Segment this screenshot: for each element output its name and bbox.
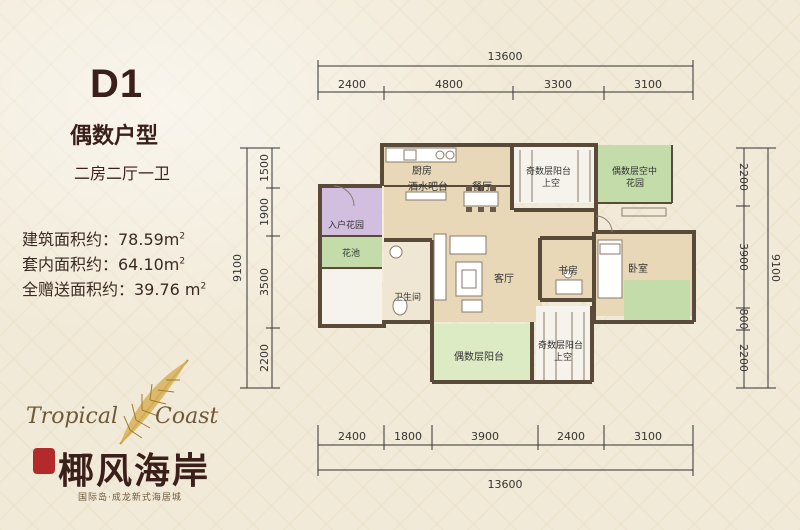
- room-layout: 二房二厅一卫: [74, 164, 171, 183]
- unit-code: D1: [90, 62, 144, 106]
- odd-balcony-top-fill: [512, 145, 594, 203]
- bottom-dim-1: 2400: [338, 430, 366, 443]
- right-dim-3: 800: [737, 309, 750, 330]
- bedroom-door-swing: [595, 215, 613, 233]
- room-kitchen: 厨房: [412, 164, 432, 177]
- bottom-dim-4: 2400: [557, 430, 585, 443]
- study-desk: [555, 279, 583, 295]
- room-odd-balcony-top: 奇数层阳台: [526, 165, 571, 177]
- rug-icon: [461, 269, 477, 289]
- top-dim-4: 3100: [634, 78, 662, 91]
- washbasin-icon: [389, 245, 403, 259]
- room-odd-balcony-bottom-sub: 上空: [554, 351, 572, 363]
- coffee-table: [455, 261, 483, 297]
- room-bathroom: 卫生间: [394, 291, 421, 303]
- room-even-balcony: 偶数层阳台: [454, 350, 504, 363]
- dining-table: [463, 191, 499, 207]
- sink-icon: [403, 149, 417, 161]
- void-left-fill: [322, 270, 382, 326]
- room-even-garden: 偶数层空中: [612, 165, 657, 177]
- room-odd-balcony-top-sub: 上空: [542, 177, 560, 189]
- flower-bed-fill: [320, 236, 382, 268]
- odd-balcony-bottom-fill: [536, 306, 592, 382]
- brand-chinese: 椰风海岸: [58, 451, 211, 492]
- room-study: 书房: [558, 264, 578, 277]
- top-total-dim: 13600: [488, 50, 523, 63]
- bed: [597, 239, 623, 299]
- armchair: [461, 299, 483, 313]
- room-dining: 餐厅: [472, 180, 492, 193]
- sofa-top: [449, 235, 487, 255]
- seal-icon: [33, 448, 55, 474]
- top-dimension-lines: [317, 60, 694, 100]
- bottom-dim-2: 1800: [394, 430, 422, 443]
- area-bonus: 全赠送面积约：39.76 m2: [22, 280, 207, 299]
- stove-burner-icon: [435, 150, 445, 160]
- palm-leaf-logo-icon: [119, 359, 189, 445]
- brand-english-2: Coast: [155, 404, 219, 429]
- toilet-icon: [392, 296, 408, 316]
- room-flower-bed: 花池: [342, 247, 360, 259]
- right-dim-1: 2200: [737, 163, 750, 191]
- bottom-dimension-lines: [317, 425, 694, 476]
- left-total-dim: 9100: [231, 254, 244, 282]
- right-dim-2: 3900: [737, 243, 750, 271]
- room-living: 客厅: [494, 272, 514, 285]
- study-chair: [563, 269, 573, 279]
- left-dim-3: 3500: [258, 268, 271, 296]
- bedroom-planter-fill: [624, 280, 690, 322]
- room-bar: 酒水吧台: [408, 180, 448, 193]
- left-dim-1: 1500: [258, 154, 271, 182]
- dining-chairs: [466, 186, 496, 212]
- right-total-dim: 9100: [769, 254, 782, 282]
- top-dim-1: 2400: [338, 78, 366, 91]
- right-dim-4: 2200: [737, 344, 750, 372]
- top-dim-2: 4800: [435, 78, 463, 91]
- room-odd-balcony-bottom: 奇数层阳台: [538, 339, 583, 351]
- thin-walls: [320, 145, 673, 269]
- right-dimension-lines: [736, 147, 776, 389]
- area-gross: 建筑面积约：78.59m2: [22, 230, 186, 249]
- room-bedroom: 卧室: [628, 262, 648, 275]
- brand-english-1: Tropical: [26, 404, 119, 429]
- room-entry-garden: 入户花园: [328, 219, 364, 231]
- balcony-railings: [519, 150, 591, 380]
- bottom-total-dim: 13600: [488, 478, 523, 491]
- left-dim-2: 1900: [258, 198, 271, 226]
- entry-door-swing: [333, 185, 355, 207]
- walls: [318, 143, 696, 384]
- entry-garden-fill: [320, 186, 382, 236]
- bar-counter: [405, 191, 447, 201]
- even-garden-fill: [596, 145, 672, 203]
- left-dim-4: 2200: [258, 344, 271, 372]
- even-balcony-fill: [432, 324, 532, 382]
- bottom-dim-5: 3100: [634, 430, 662, 443]
- top-dim-3: 3300: [544, 78, 572, 91]
- stove-burner-icon: [445, 150, 455, 160]
- brand-slogan: 国际岛·成龙新式海居城: [78, 493, 182, 503]
- area-net: 套内面积约：64.10m2: [22, 255, 186, 274]
- pillow-icon: [599, 243, 621, 255]
- sofa-left: [433, 233, 447, 301]
- bottom-dim-3: 3900: [471, 430, 499, 443]
- unit-type: 偶数户型: [70, 124, 159, 149]
- room-even-garden-sub: 花园: [626, 177, 644, 189]
- wardrobe: [621, 207, 667, 217]
- left-dimension-lines: [240, 147, 280, 389]
